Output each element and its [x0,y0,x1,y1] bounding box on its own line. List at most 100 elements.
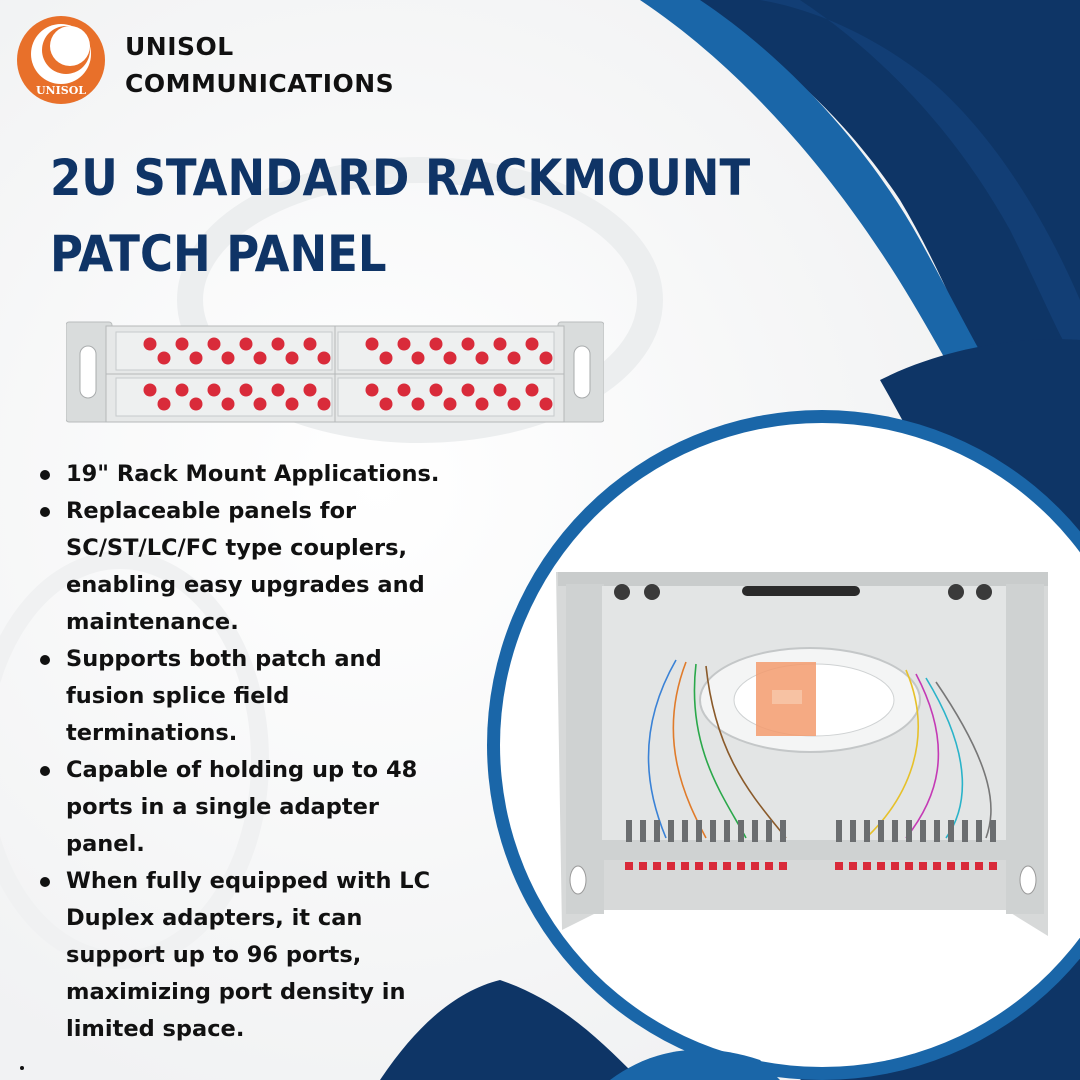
coupler-icon [539,351,553,365]
adapter-cap-icon [737,862,745,870]
adapter-icon [738,820,744,842]
coupler-icon [271,337,285,351]
footer-mark [20,1066,24,1070]
adapter-icon [892,820,898,842]
coupler-icon [507,397,521,411]
brand-name: UNISOL COMMUNICATIONS [125,28,394,102]
coupler-icon [189,397,203,411]
coupler-icon [253,397,267,411]
coupler-icon [221,397,235,411]
brand-name-line1: UNISOL [125,32,234,61]
adapter-cap-icon [835,862,843,870]
coupler-icon [443,351,457,365]
coupler-icon [493,337,507,351]
coupler-icon [525,337,539,351]
coupler-icon [475,397,489,411]
adapter-icon [710,820,716,842]
adapter-icon [724,820,730,842]
coupler-icon [429,383,443,397]
adapter-icon [906,820,912,842]
adapter-cap-icon [877,862,885,870]
coupler-icon [461,337,475,351]
adapter-icon [934,820,940,842]
adapter-cap-icon [639,862,647,870]
adapter-cap-icon [625,862,633,870]
adapter-cap-icon [863,862,871,870]
coupler-icon [525,383,539,397]
coupler-icon [303,337,317,351]
coupler-icon [271,383,285,397]
adapter-icon [878,820,884,842]
feature-item: Capable of holding up to 48 ports in a s… [40,752,460,863]
coupler-icon [253,351,267,365]
coupler-icon [207,337,221,351]
feature-item: Supports both patch and fusion splice fi… [40,641,460,752]
coupler-icon [379,351,393,365]
coupler-icon [175,383,189,397]
coupler-icon [221,351,235,365]
adapter-cap-icon [779,862,787,870]
coupler-icon [317,397,331,411]
adapter-icon [654,820,660,842]
bullet-icon [40,470,50,480]
brand-name-line2: COMMUNICATIONS [125,69,395,98]
bullet-icon [40,766,50,776]
coupler-icon [539,397,553,411]
adapter-icon [920,820,926,842]
coupler-icon [411,351,425,365]
bullet-icon [40,877,50,887]
coupler-icon [189,351,203,365]
coupler-icon [365,383,379,397]
adapter-icon [626,820,632,842]
coupler-icon [379,397,393,411]
adapter-icon [668,820,674,842]
coupler-icon [175,337,189,351]
feature-text: Supports both patch and fusion splice fi… [66,646,382,746]
adapter-cap-icon [751,862,759,870]
feature-list: 19" Rack Mount Applications. Replaceable… [40,456,460,1048]
coupler-icon [365,337,379,351]
feature-text: 19" Rack Mount Applications. [66,461,440,487]
coupler-icon [143,383,157,397]
coupler-icon [157,351,171,365]
adapter-cap-icon [681,862,689,870]
coupler-icon [317,351,331,365]
coupler-icon [143,337,157,351]
rackmount-panel-image [66,321,604,423]
logo-wordmark: UNISOL [36,84,86,97]
adapter-cap-icon [709,862,717,870]
bullet-icon [40,507,50,517]
coupler-icon [303,383,317,397]
adapter-icon [766,820,772,842]
adapter-cap-icon [891,862,899,870]
coupler-icon [507,351,521,365]
feature-item: 19" Rack Mount Applications. [40,456,460,493]
adapter-icon [864,820,870,842]
coupler-icon [239,337,253,351]
adapter-icon [962,820,968,842]
adapter-icon [976,820,982,842]
adapter-icon [836,820,842,842]
adapter-icon [682,820,688,842]
coupler-icon [239,383,253,397]
adapter-cap-icon [961,862,969,870]
feature-text: Replaceable panels for SC/ST/LC/FC type … [66,498,425,635]
adapter-cap-icon [723,862,731,870]
adapter-icon [990,820,996,842]
title-line1: 2U STANDARD RACKMOUNT [50,149,751,207]
adapter-icon [948,820,954,842]
coupler-icon [475,351,489,365]
coupler-icon [443,397,457,411]
coupler-icon [207,383,221,397]
coupler-icon [493,383,507,397]
adapter-cap-icon [653,862,661,870]
coupler-icon [157,397,171,411]
adapter-icon [696,820,702,842]
adapter-cap-icon [933,862,941,870]
adapter-icon [850,820,856,842]
feature-item: Replaceable panels for SC/ST/LC/FC type … [40,493,460,641]
adapter-cap-icon [849,862,857,870]
coupler-icon [429,337,443,351]
coupler-icon [285,397,299,411]
adapter-cap-icon [667,862,675,870]
